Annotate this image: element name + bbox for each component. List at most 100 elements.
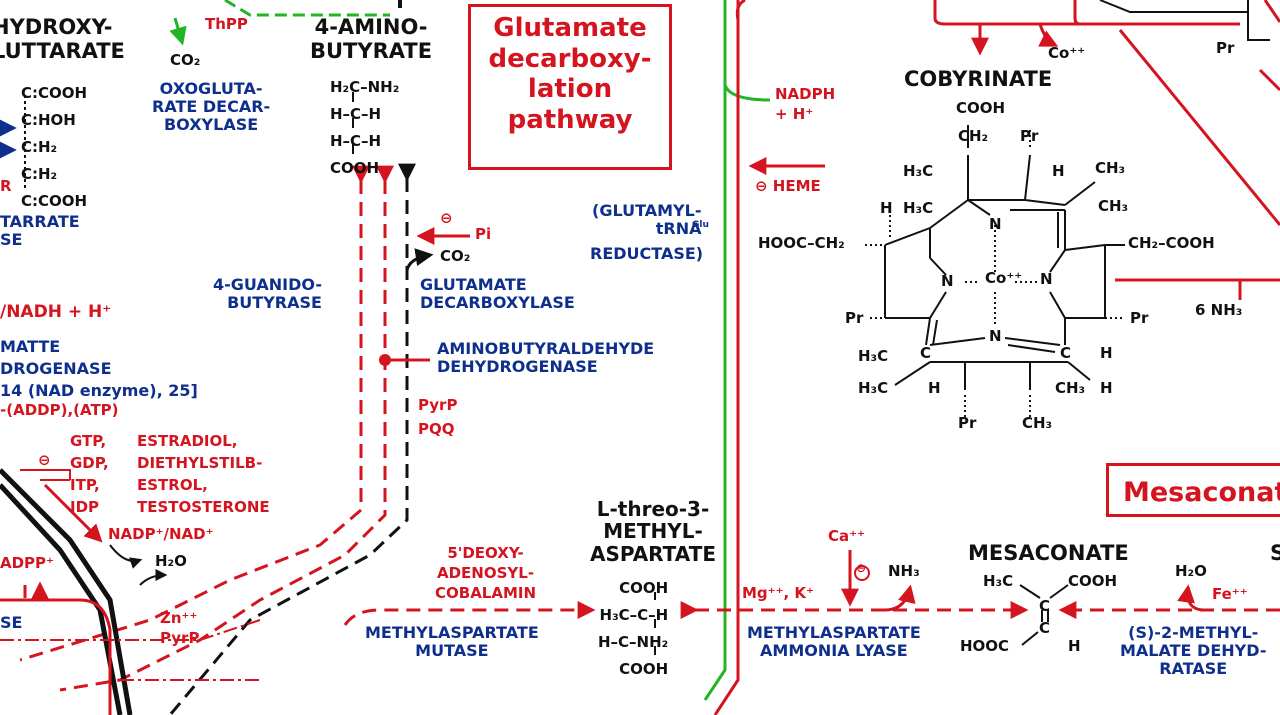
dashed-black (168, 163, 416, 715)
co2-branch (405, 248, 434, 271)
green-vertical (703, 0, 727, 701)
cob-h-a: H (1052, 162, 1065, 180)
formula-hydroxyglutarate: C:COOH C:HOH C:H₂ C:H₂ C:COOH (21, 84, 88, 210)
cof-h2o-left: H₂O (155, 552, 187, 570)
red-vertical (713, 0, 740, 715)
cob-h-b: H (880, 199, 893, 217)
cof-pyrp-pqq: PyrP PQQ (418, 396, 458, 438)
cob-n-bot: N (989, 327, 1002, 345)
inh-line-left (20, 469, 71, 481)
enz-glutamyl-trna-a: (GLUTAMYL- tRNA (592, 201, 702, 238)
mes-ch3: H₃C (983, 572, 1014, 590)
cof-inhibitor-ca: ⊖ (856, 561, 867, 575)
cof-ca: Ca⁺⁺ (828, 527, 865, 545)
mes-cooh: COOH (1068, 572, 1118, 590)
cob-h3c-d: H₃C (858, 379, 889, 397)
cof-left-r: R (0, 177, 12, 195)
green-arrow-co2 (169, 17, 187, 46)
cobyrinate-structure (865, 125, 1125, 418)
mes-c2: C (1039, 619, 1051, 637)
red-top-right-2 (1073, 0, 1081, 26)
cob-n-left: N (941, 272, 954, 290)
cof-inhibitor-pi: ⊖ (440, 209, 453, 227)
mes-bond-1 (1019, 584, 1041, 599)
cob-h3c-c: H₃C (858, 347, 889, 365)
mes-hooc: HOOC (960, 637, 1010, 655)
glutamate-decarboxylation-pathway-box: Glutamate decarboxy- lation pathway (468, 4, 672, 170)
enz-methylaspartate-mutase: METHYLASPARTATE MUTASE (365, 623, 539, 660)
enz-aminobutyraldehyde-dh: AMINOBUTYRALDEHYDE DEHYDROGENASE (437, 339, 655, 376)
enz-matte-dh: MATTE DROGENASE 14 (NAD enzyme), 25] (0, 337, 198, 400)
nh3-arrow (884, 584, 916, 612)
top-right-co: Co⁺⁺ (1048, 44, 1086, 62)
cob-ch3-d: CH₃ (1022, 414, 1053, 432)
cob-h3c-b: H₃C (903, 199, 934, 217)
red-top-right (933, 0, 1240, 26)
black-thick-1 (0, 468, 133, 715)
red-dashdot-left (0, 619, 261, 641)
cob-n-right: N (1040, 270, 1053, 288)
cob-hooc: HOOC–CH₂ (758, 234, 845, 252)
cob-ch2cooh: CH₂–COOH (1128, 234, 1215, 252)
red-upper-right (1263, 0, 1280, 23)
ca-inh (854, 565, 870, 581)
enz-glutamyl-trna-sup: Glu (692, 220, 709, 230)
enz-methylmalate-dehydratase: (S)-2-METHYL- MALATE DEHYD- RATASE (1120, 623, 1267, 678)
compound-mesaconate: MESACONATE (968, 541, 1129, 565)
cob-cooh: COOH (956, 99, 1006, 117)
mesaconate-pathway-box: Mesaconat (1106, 463, 1280, 517)
cof-6nh3: 6 NH₃ (1195, 301, 1243, 319)
cob-h-e: H (1100, 379, 1113, 397)
adpp-arrows (25, 585, 40, 598)
cob-c-l: C (920, 344, 932, 362)
cof-estradiol: ESTRADIOL, DIETHYLSTILB- ESTROL, TESTOST… (137, 432, 270, 516)
cof-nadph: NADPH + H⁺ (775, 85, 836, 123)
cob-h-d: H (928, 379, 941, 397)
h2o-arrow-left-2 (139, 569, 168, 586)
cof-heme: ⊖ HEME (755, 177, 821, 195)
edge-s: S (1270, 541, 1280, 565)
cob-ch3-c: CH₃ (1055, 379, 1086, 397)
black-top-right (1099, 0, 1249, 13)
cob-ch3-a: CH₃ (1095, 159, 1126, 177)
mes-h: H (1068, 637, 1081, 655)
cof-pi: Pi (475, 225, 492, 243)
top-right-pr: Pr (1216, 39, 1235, 57)
mes-bond-2 (1049, 584, 1069, 599)
cob-pr-top: Pr (1020, 127, 1039, 145)
cob-h3c-a: H₃C (903, 162, 934, 180)
cob-co: Co⁺⁺ (985, 269, 1023, 287)
compound-hydroxyglutarate: HYDROXY- LUTTARATE (0, 15, 125, 63)
dashed-bottom-a (343, 601, 596, 626)
cof-inhibitor-left: ⊖ (38, 451, 51, 469)
cof-adp-atp: -(ADDP),(ATP) (0, 401, 119, 419)
cob-ch3-b: CH₃ (1098, 197, 1129, 215)
green-top-line (224, 0, 390, 17)
red-curve-left (0, 598, 112, 715)
cof-co2-b: CO₂ (440, 247, 471, 265)
cob-pr-left: Pr (845, 309, 864, 327)
cob-pr-right: Pr (1130, 309, 1149, 327)
cof-nh3: NH₃ (888, 562, 920, 580)
cof-h2o-right: H₂O (1175, 562, 1207, 580)
enz-methylaspartate-ammonia-lyase: METHYLASPARTATE AMMONIA LYASE (747, 623, 921, 660)
cof-thpp: ThPP (205, 15, 248, 33)
mes-c1: C (1039, 597, 1051, 615)
dashed-red-1 (19, 165, 370, 662)
cob-n-top: N (989, 215, 1002, 233)
nadp-arrow (43, 483, 103, 543)
compound-cobyrinate: COBYRINATE (904, 67, 1053, 91)
cob-pr-bot: Pr (958, 414, 977, 432)
compound-4-aminobutyrate: 4-AMINO- BUTYRATE (310, 15, 433, 63)
enz-se: SE (0, 613, 23, 632)
cof-co2-a: CO₂ (170, 51, 201, 69)
cof-deoxy: 5'DEOXY- ADENOSYL- COBALAMIN (435, 544, 537, 602)
enz-glutamyl-trna-b: REDUCTASE) (590, 244, 704, 263)
mes-bond-5 (1021, 631, 1039, 646)
cof-nadh: /NADH + H⁺ (0, 302, 112, 322)
red-curl-top (735, 0, 746, 21)
red-diagonal (1118, 29, 1280, 226)
cof-zn-pyrp: Zn⁺⁺ PyrP (160, 609, 200, 647)
h2o-arrow-right (1177, 584, 1206, 612)
